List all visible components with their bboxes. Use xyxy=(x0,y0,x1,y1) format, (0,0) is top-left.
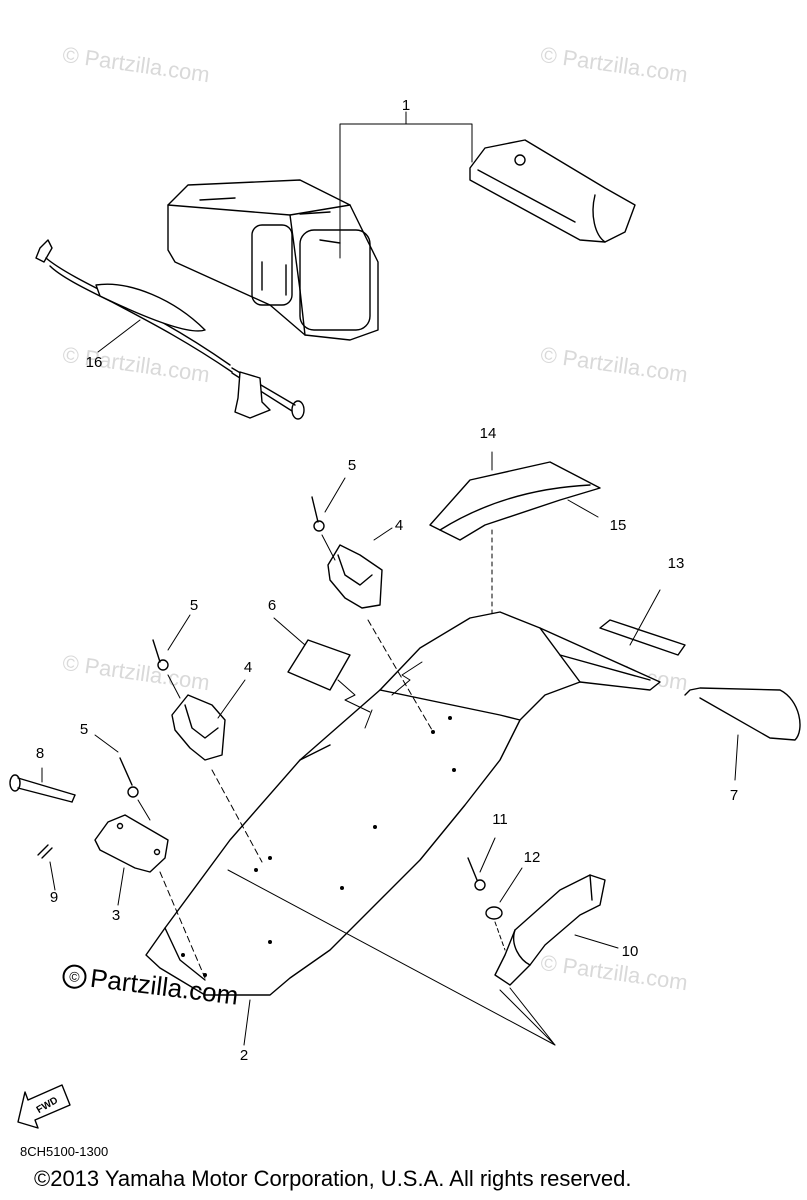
copyright-symbol: © xyxy=(61,963,88,991)
callout-8: 8 xyxy=(35,745,45,762)
callout-9: 9 xyxy=(49,889,59,906)
leader-line xyxy=(339,111,473,259)
clip-lower xyxy=(171,679,263,863)
hinge-bracket xyxy=(94,814,206,979)
cotter-pin xyxy=(37,844,56,891)
callout-6: 6 xyxy=(267,597,277,614)
callout-14: 14 xyxy=(479,425,497,442)
seat-latch xyxy=(494,874,619,1046)
tool-bag xyxy=(167,179,379,341)
callout-11: 11 xyxy=(492,811,508,828)
callout-4-upper: 4 xyxy=(394,517,404,534)
seat-lock-cable xyxy=(35,239,305,420)
callout-4-lower: 4 xyxy=(243,659,253,676)
clip-upper xyxy=(327,527,433,731)
callout-12: 12 xyxy=(523,849,541,866)
callout-2: 2 xyxy=(239,1047,249,1064)
callout-3: 3 xyxy=(111,907,121,924)
callout-15: 15 xyxy=(609,517,627,534)
screw-latch xyxy=(467,837,496,891)
screw-mid xyxy=(152,614,191,699)
diagram-code: 8CH5100-1300 xyxy=(20,1144,109,1159)
callout-16: 16 xyxy=(85,354,103,371)
screw-lower xyxy=(94,734,151,821)
seat-base xyxy=(145,611,661,1046)
foam-strip xyxy=(599,589,686,656)
copyright-notice: ©2013 Yamaha Motor Corporation, U.S.A. A… xyxy=(34,1166,632,1191)
callout-10: 10 xyxy=(621,943,639,960)
tool-pouch xyxy=(469,139,636,243)
callout-13: 13 xyxy=(667,555,685,572)
callout-7: 7 xyxy=(729,787,739,804)
stay-wire xyxy=(684,687,801,781)
nut xyxy=(485,867,523,951)
callout-5-upper: 5 xyxy=(347,457,357,474)
fwd-arrow-icon xyxy=(17,1084,71,1129)
tape-strips xyxy=(429,451,601,641)
callout-5-mid: 5 xyxy=(189,597,199,614)
bolt xyxy=(9,767,76,803)
screw-upper xyxy=(311,477,346,561)
callout-5-lower: 5 xyxy=(79,721,89,738)
callout-1: 1 xyxy=(401,97,411,114)
label-sticker xyxy=(273,617,371,713)
